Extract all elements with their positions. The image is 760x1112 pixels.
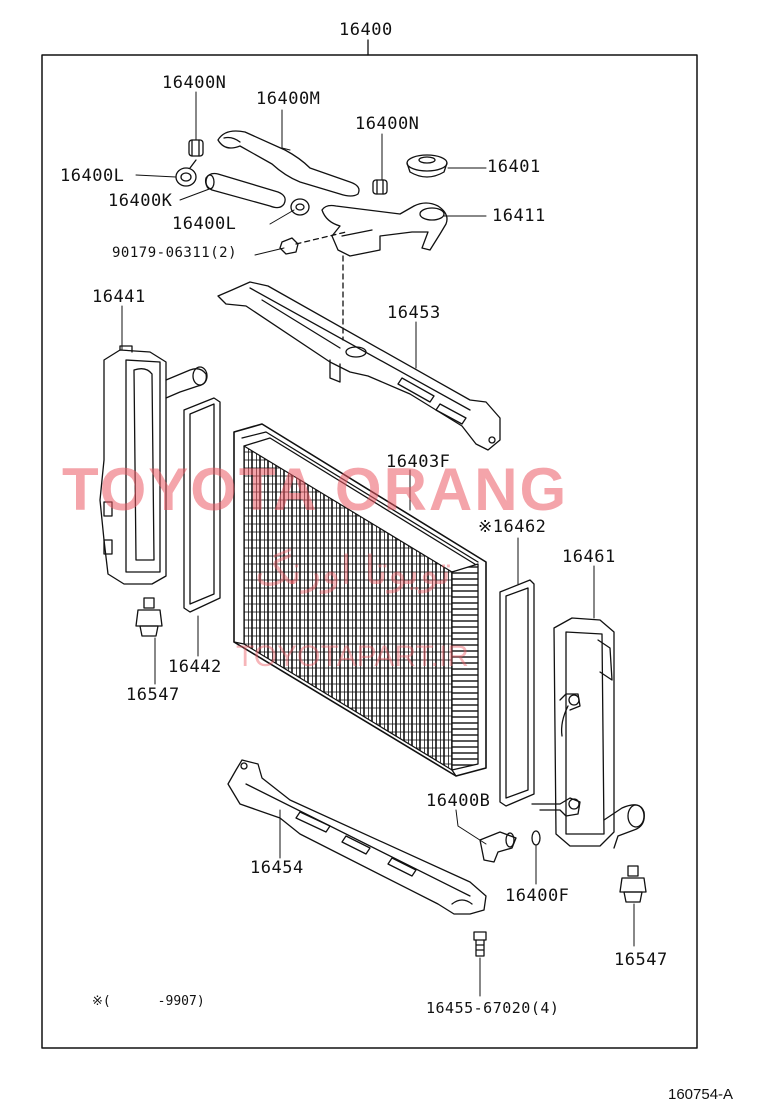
label-16461: 16461 — [562, 547, 616, 567]
label-16400l-left: 16400L — [60, 166, 125, 186]
clamp-16400n-right — [372, 179, 388, 195]
radiator-cap-16401 — [406, 154, 448, 178]
upper-support-16453 — [217, 281, 501, 451]
clamp-16400n-left — [188, 139, 204, 157]
left-cushion-16547 — [135, 597, 163, 637]
left-gasket-16442 — [183, 397, 221, 613]
label-90179: 90179-06311(2) — [112, 245, 238, 261]
nut-90179 — [279, 237, 299, 255]
leader-lines — [121, 91, 635, 997]
alignment-line-upper — [295, 231, 347, 245]
oring-16400f — [531, 830, 541, 846]
right-cushion-16547 — [619, 865, 647, 903]
lower-support-16454 — [227, 759, 487, 915]
drain-cock-16400b — [479, 831, 517, 863]
label-16442: 16442 — [168, 657, 222, 677]
assembly-frame — [41, 54, 698, 1049]
label-16547-left: 16547 — [126, 685, 180, 705]
watermark-arabic: تویوتا اورنگ — [255, 548, 452, 594]
hose-16400m — [217, 130, 360, 197]
label-16454: 16454 — [250, 858, 304, 878]
label-16400n-right: 16400N — [355, 114, 420, 134]
label-16547-right: 16547 — [614, 950, 668, 970]
radiator-core-16403f — [233, 423, 487, 777]
hose-16400k — [204, 172, 286, 209]
bolt-16455 — [473, 931, 487, 957]
label-16462: ※16462 — [478, 517, 547, 537]
label-16455: 16455-67020(4) — [426, 999, 560, 1017]
label-16400k: 16400K — [108, 191, 173, 211]
label-16400n-left: 16400N — [162, 73, 227, 93]
watermark-url: TOYOTAPART.IR — [236, 640, 469, 673]
label-16400m: 16400M — [256, 89, 321, 109]
label-16400l-right: 16400L — [172, 214, 237, 234]
label-16400b: 16400B — [426, 791, 491, 811]
label-16411: 16411 — [492, 206, 546, 226]
right-tank-16461 — [531, 617, 645, 849]
footnote: ※( -9907) — [92, 994, 205, 1009]
label-16400f: 16400F — [505, 886, 570, 906]
clamp-16400l-right — [290, 198, 310, 216]
left-tank-16441 — [99, 345, 208, 585]
label-16453: 16453 — [387, 303, 441, 323]
right-gasket-16462 — [499, 579, 535, 807]
figure-code: 160754-A — [668, 1086, 734, 1103]
inlet-pipe-16411 — [321, 202, 448, 257]
clamp-16400l-left — [175, 159, 197, 187]
label-16401: 16401 — [487, 157, 541, 177]
label-16400: 16400 — [339, 20, 393, 40]
label-16441: 16441 — [92, 287, 146, 307]
label-16403f: 16403F — [386, 452, 451, 472]
watermark-latin: TOYOTA ORANG — [62, 456, 569, 523]
